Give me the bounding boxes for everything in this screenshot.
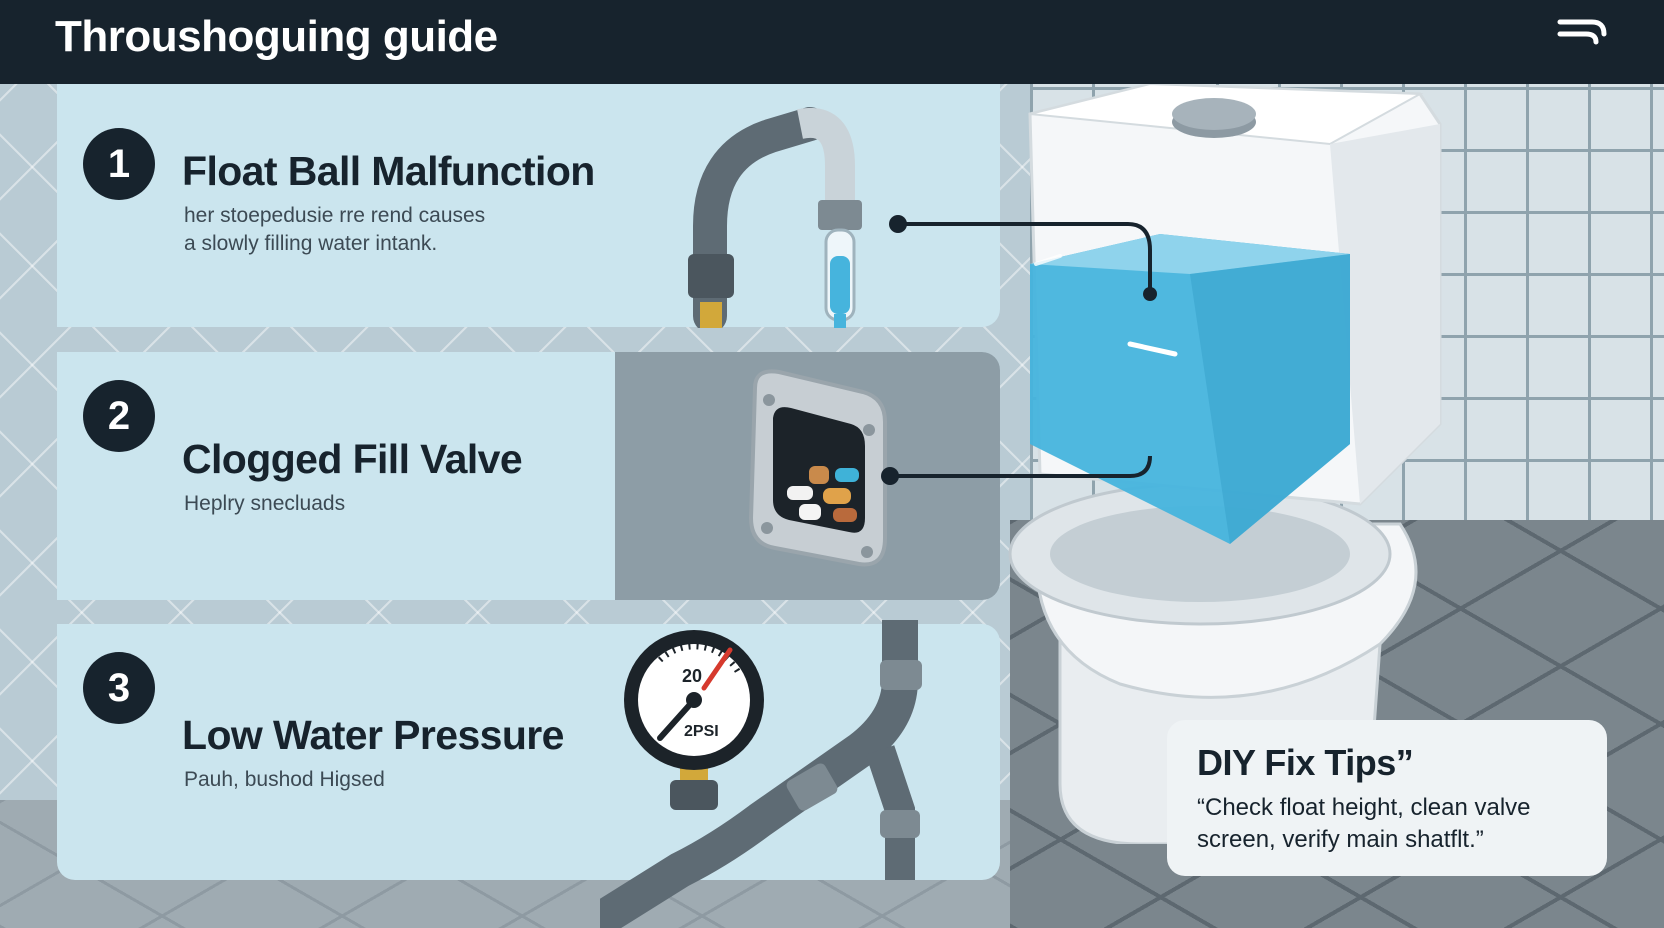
step-description-line: a slowly filling water intank. xyxy=(184,232,438,255)
pressure-gauge-illustration: 20 2PSI xyxy=(600,620,922,928)
tips-body-line: screen, verify main shatflt.” xyxy=(1197,826,1484,853)
diy-tips-card: DIY Fix Tips” “Check float height, clean… xyxy=(1167,720,1607,876)
step-description: Pauh, bushod Higsed xyxy=(184,768,385,791)
step-description: Heplry snecluads xyxy=(184,492,346,515)
step-number-badge: 1 xyxy=(83,128,155,200)
step-title: Low Water Pressure xyxy=(182,712,564,758)
step-title: Float Ball Malfunction xyxy=(182,148,595,194)
step-description-line: her stoepedusie rre rend causes xyxy=(184,204,486,227)
header-bar: Throushoguing guide xyxy=(0,0,1664,84)
menu-icon[interactable] xyxy=(1556,16,1608,52)
gauge-scale-label: 20 xyxy=(682,666,702,686)
clogged-valve-illustration xyxy=(748,369,887,567)
gauge-unit-label: 2PSI xyxy=(684,723,719,740)
step-description: her stoepedusie rre rend causes a slowly… xyxy=(184,202,485,258)
step-number-badge: 2 xyxy=(83,380,155,452)
tips-body: “Check float height, clean valve screen,… xyxy=(1197,792,1577,856)
step-number-badge: 3 xyxy=(83,652,155,724)
step-title: Clogged Fill Valve xyxy=(182,436,523,482)
supply-pipe-illustration xyxy=(688,107,862,328)
tips-body-line: “Check float height, clean valve xyxy=(1197,794,1531,821)
page-title: Throushoguing guide xyxy=(55,12,498,61)
tips-title: DIY Fix Tips” xyxy=(1197,742,1414,783)
